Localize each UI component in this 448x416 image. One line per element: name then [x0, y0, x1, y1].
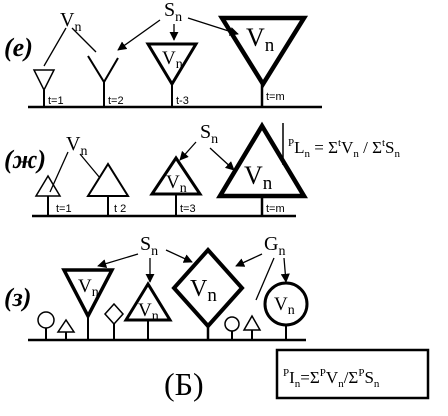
- formula-bottom: PIn=ΣPVn/ΣPSn: [275, 348, 430, 400]
- formula-top: PLn = ΣtVn / ΣtSn: [282, 123, 401, 165]
- formula-bottom-box: [275, 348, 430, 400]
- row-zh-plant-m-v: Vn: [244, 161, 273, 194]
- row-e-tick-m: t=m: [266, 91, 285, 103]
- row-e-tick-2: t=2: [108, 95, 124, 107]
- row-zh-tick-m: t=m: [266, 203, 285, 215]
- row-e-v-arrow-2: [71, 27, 97, 53]
- row-label-e: (е): [4, 33, 33, 62]
- row-z-plant-circle-v: Vn: [274, 294, 295, 318]
- row-e-plant-m-v: Vn: [246, 23, 275, 56]
- row-z-plant-inverted: [61, 268, 115, 320]
- row-e-v-label: Vn: [60, 9, 81, 35]
- row-e-plant-2: [87, 55, 119, 84]
- row-e-tick-1: t=1: [48, 95, 64, 107]
- row-e-v-arrow-1: [43, 27, 67, 67]
- row-z: (з) Sn Gn Vn Vn Vn: [4, 233, 309, 342]
- row-z-s-arrow-3: [165, 249, 193, 263]
- row-zh-plant-m: [216, 121, 308, 199]
- row-zh-plant-2: [86, 162, 130, 197]
- row-z-small-circle-1: [37, 311, 55, 329]
- row-e-plant-1: [32, 69, 56, 92]
- row-z-g-arrow-3: [280, 257, 290, 283]
- row-zh-plant-3: [149, 155, 203, 196]
- row-label-z: (з): [4, 283, 31, 312]
- row-e-plant-3: [145, 42, 199, 87]
- row-zh-tick-2: t 2: [114, 203, 126, 215]
- row-zh-v-arrow-2: [79, 153, 101, 179]
- row-zh-s-label: Sn: [200, 121, 218, 147]
- row-z-small-circle-2: [224, 316, 240, 332]
- row-e-plant-3-v: Vn: [162, 48, 183, 72]
- row-e-plant-m: [217, 15, 309, 89]
- formula-bottom-text: PIn=ΣPVn/ΣPSn: [283, 367, 380, 390]
- figure-caption: (Б): [164, 366, 204, 402]
- row-z-g-arrow-2: [255, 257, 275, 301]
- row-zh: (ж) Vn Sn t=1 t 2 Vn t=3 Vn t=m: [4, 121, 308, 218]
- row-z-g-arrow-1: [235, 253, 263, 267]
- row-z-small-triangle-1: [56, 318, 76, 333]
- row-z-s-arrow-1: [97, 253, 139, 269]
- row-zh-tick-1: t=1: [56, 203, 72, 215]
- row-e-tick-3: t-3: [176, 95, 189, 107]
- row-zh-v-label: Vn: [66, 133, 87, 159]
- row-e-s-label: Sn: [164, 0, 182, 25]
- row-z-small-diamond: [103, 302, 125, 326]
- row-zh-s-arrow-2: [209, 147, 235, 171]
- formula-top-text: PLn = ΣtVn / ΣtSn: [288, 137, 401, 160]
- row-zh-v-arrow-1: [49, 151, 69, 193]
- row-zh-tick-3: t=3: [180, 203, 196, 215]
- row-z-plant-diamond-v: Vn: [190, 276, 217, 306]
- row-z-small-triangle-2: [242, 314, 262, 331]
- row-zh-plant-3-v: Vn: [166, 172, 187, 196]
- row-zh-plant-1: [34, 174, 62, 197]
- row-z-g-label: Gn: [264, 233, 285, 259]
- row-label-zh: (ж): [4, 145, 46, 174]
- row-z-plant-inverted-v: Vn: [78, 276, 99, 300]
- row-zh-s-arrow-1: [179, 141, 197, 161]
- row-e-s-arrow-1: [117, 19, 161, 51]
- row-z-plant-triangle-v: Vn: [138, 300, 159, 324]
- row-e: (е) Vn Sn t=1 t=2 Vn t-3 Vn t=m: [4, 0, 322, 109]
- row-z-s-label: Sn: [140, 233, 158, 259]
